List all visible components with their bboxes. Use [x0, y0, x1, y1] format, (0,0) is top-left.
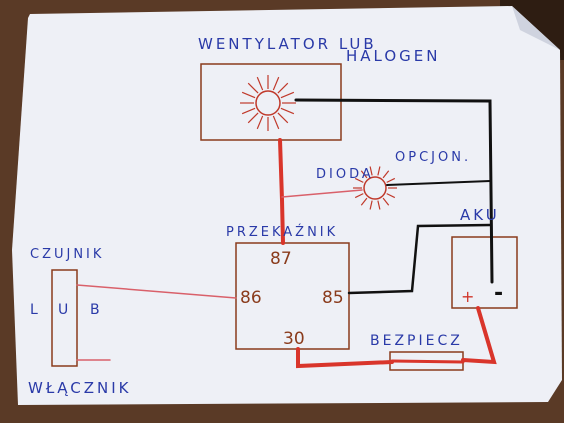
- paper-fold: [512, 6, 560, 50]
- sun-ray: [382, 197, 390, 206]
- sun-ray: [241, 91, 256, 99]
- wire-87-to-diode: [281, 189, 363, 198]
- relay-pin-85: 85: [322, 288, 344, 308]
- sun-ray: [360, 170, 368, 179]
- wire-85-to-ground: [347, 223, 492, 295]
- battery-box: [451, 236, 518, 309]
- sun-ray: [386, 177, 396, 183]
- relay-label: PRZEKAŹNIK: [226, 224, 338, 240]
- sensor-label: CZUJNIK: [30, 247, 104, 262]
- sun-ray: [369, 200, 373, 210]
- sun-ray: [280, 91, 295, 99]
- relay-pin-86: 86: [240, 288, 262, 308]
- sun-ray: [272, 76, 280, 91]
- black-wires: [294, 98, 494, 295]
- sun-ray: [377, 166, 381, 176]
- wire-87-to-fan: [278, 138, 285, 245]
- sun-ray: [354, 193, 364, 199]
- relay-pin-87: 87: [270, 249, 292, 269]
- battery-plus: +: [461, 287, 474, 306]
- sun-ray: [386, 193, 396, 199]
- switch-letter-b: B: [90, 302, 103, 318]
- diode-label: DIODA: [316, 167, 374, 182]
- sun-ray: [241, 107, 256, 115]
- sun-ray: [360, 197, 368, 206]
- battery-minus: -: [494, 281, 503, 306]
- sun-ray: [382, 170, 390, 179]
- wire-switch-to-86: [76, 284, 237, 299]
- diode-sun-icon: [353, 166, 397, 210]
- sun-ray: [277, 112, 289, 124]
- fan-box: [200, 63, 342, 141]
- fan-title-label: WENTYLATOR LUB: [198, 35, 377, 53]
- battery-label: AKU: [460, 206, 500, 224]
- sun-ray: [377, 200, 381, 210]
- sun-ray: [247, 112, 259, 124]
- halogen-label: HALOGEN: [346, 47, 441, 65]
- fuse-element: [390, 359, 465, 364]
- fuse-label: BEZPIECZ: [370, 333, 463, 349]
- sun-ray: [256, 115, 264, 130]
- sun-ray: [247, 82, 259, 94]
- switch-letter-l: L: [30, 302, 41, 318]
- relay-box: [235, 242, 350, 350]
- sun-ray: [272, 115, 280, 130]
- relay-pin-30: 30: [283, 329, 305, 349]
- sensor-switch-box: [51, 269, 78, 367]
- switch-letter-u: U: [58, 302, 71, 318]
- wire-30-to-fuse: [296, 347, 394, 369]
- red-wires: [76, 138, 497, 369]
- fan-sun-icon: [240, 75, 296, 131]
- sun-ray: [280, 107, 295, 115]
- sun-ray: [369, 166, 373, 176]
- sun-ray: [256, 76, 264, 91]
- switch-label: WŁĄCZNIK: [28, 379, 132, 397]
- sun-ray: [277, 82, 289, 94]
- optional-label: OPCJON.: [395, 150, 471, 165]
- wire-diode-ground: [386, 180, 491, 186]
- paper-sheet: [12, 6, 562, 405]
- wire-fuse-to-battery: [461, 306, 497, 365]
- sun-ray: [354, 177, 364, 183]
- wire-fan-ground: [294, 98, 494, 284]
